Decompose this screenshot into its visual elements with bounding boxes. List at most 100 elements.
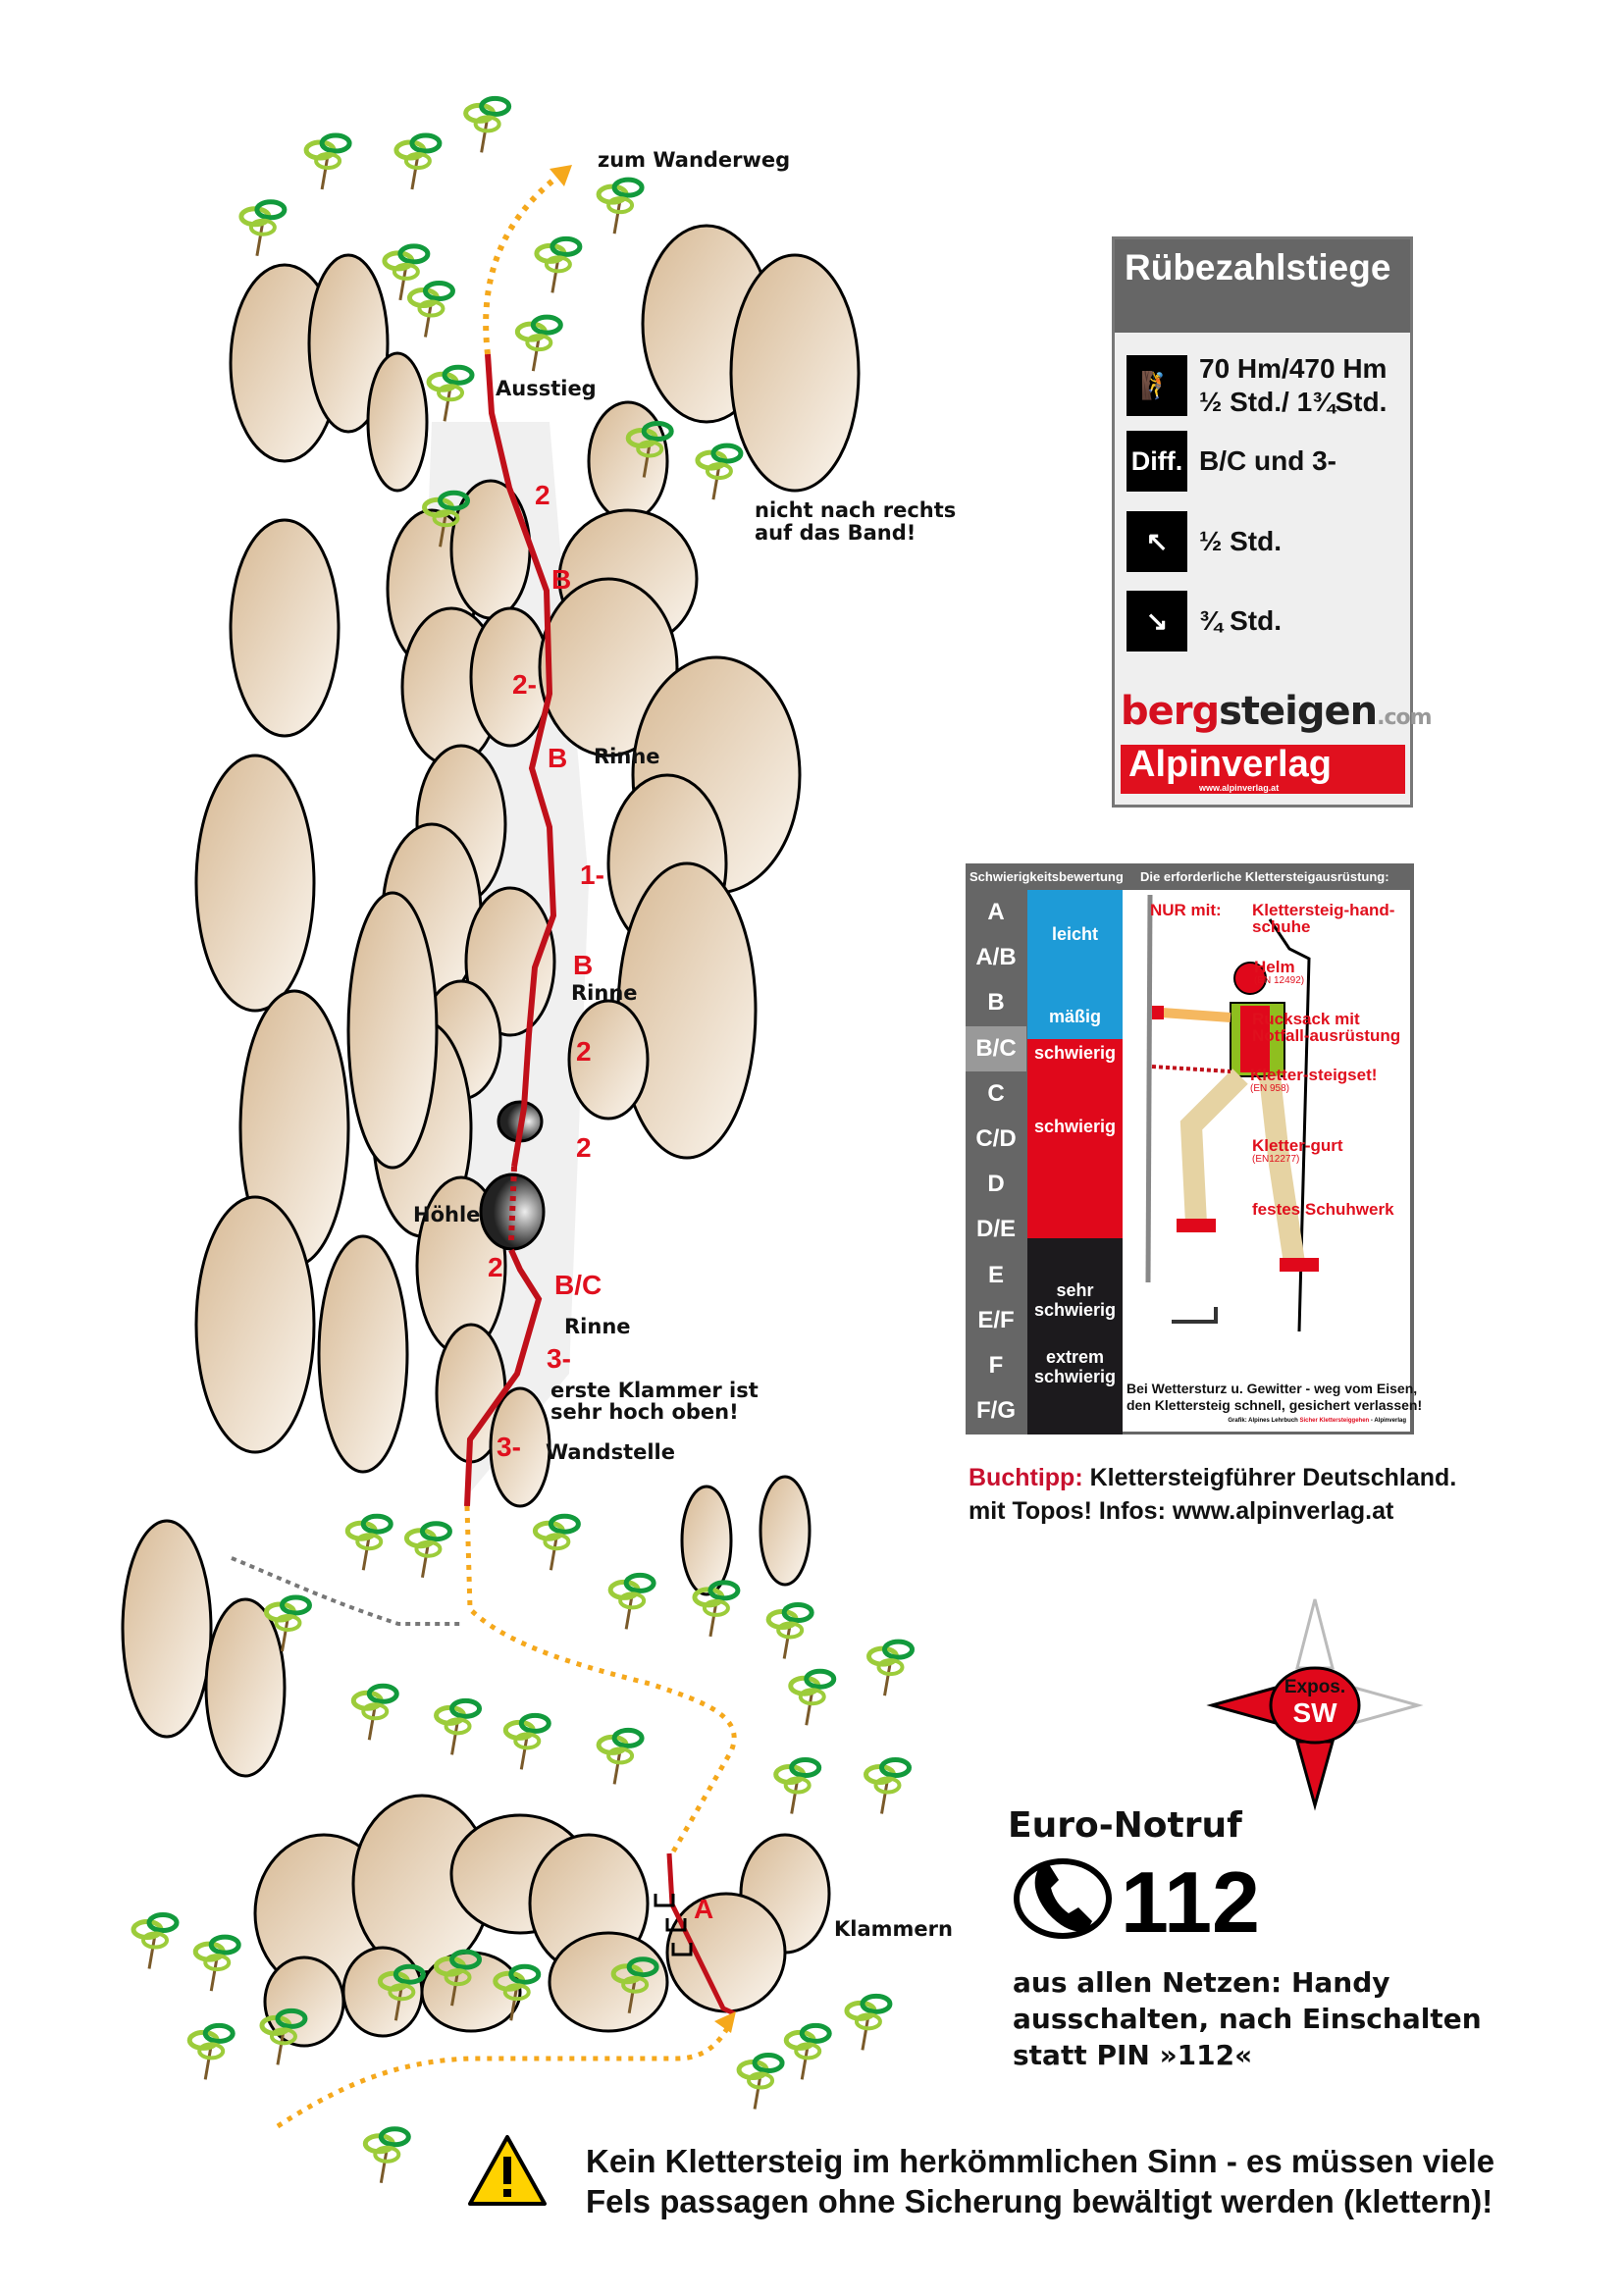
compass-exposition-value: SW: [1292, 1697, 1337, 1728]
grade-label: 1-: [580, 860, 604, 890]
rock: [469, 606, 551, 748]
route-line: [485, 353, 557, 1168]
ascent-value: 70 Hm/470 Hm: [1199, 353, 1388, 384]
tree-icon: [765, 1602, 814, 1659]
tree-icon: [344, 1513, 393, 1571]
label-klammer-note: erste Klammer ist: [550, 1379, 759, 1402]
grade-f: F: [988, 1352, 1004, 1380]
book-tip: Buchtipp: Klettersteigführer Deutschland…: [969, 1464, 1457, 1491]
rock: [346, 891, 439, 1170]
label-warning-band: nicht nach rechts: [755, 498, 956, 522]
tree-icon: [463, 95, 512, 153]
tree-icon: [350, 1683, 399, 1741]
climber-icon: 🧗: [1126, 355, 1187, 416]
warning-triangle-icon: [468, 2135, 547, 2206]
tree-icon: [610, 1956, 659, 2013]
grade-label: B: [573, 950, 593, 980]
rock: [307, 253, 390, 434]
route-line: [464, 1248, 543, 1507]
grade-label: 2: [488, 1252, 503, 1282]
time-value: ½ Std./ 1¾Std.: [1199, 387, 1388, 417]
tree-icon: [596, 177, 645, 235]
grade-b-c: B/C: [966, 1025, 1026, 1071]
grade-b: B: [987, 989, 1005, 1017]
tree-icon: [393, 132, 443, 190]
tree-icon: [502, 1712, 551, 1770]
grade-label: B/C: [554, 1270, 602, 1300]
grade-label: 3-: [547, 1343, 571, 1374]
rock-formations: [121, 224, 861, 2048]
grade-c: C: [987, 1079, 1005, 1107]
band-schwierig: schwierig: [1033, 1117, 1117, 1136]
band-extrem-schwierig: extrem: [1045, 1347, 1105, 1367]
route-line-cave: [508, 1166, 517, 1241]
label-rinne: Rinne: [564, 1315, 631, 1338]
compass-exposition-label: Expos.: [1284, 1677, 1345, 1697]
bergsteigen-logo: bergsteigen.com: [1121, 689, 1433, 734]
tree-icon: [186, 2022, 236, 2080]
scale-header: Schwierigkeitsbewertung: [969, 869, 1124, 884]
label-klammer-note: sehr hoch oben!: [550, 1400, 739, 1424]
approach-path-top: [483, 169, 566, 355]
rock: [665, 1892, 787, 2013]
grade-a-b: A/B: [975, 944, 1017, 971]
label-hoehle: Höhle: [413, 1203, 480, 1226]
equipment-header: Die erforderliche Klettersteigausrüstung…: [1140, 869, 1389, 884]
grade-d-e: D/E: [975, 1216, 1016, 1243]
compass: Expos. SW: [1206, 1598, 1424, 1811]
phone-icon: [1014, 1858, 1112, 1939]
tree-icon: [692, 1580, 741, 1638]
cave-shape: [479, 1173, 546, 1251]
tree-icon: [303, 132, 352, 190]
grade-d: D: [987, 1171, 1005, 1198]
tree-icon: [131, 1912, 180, 1969]
label-klammern: Klammern: [834, 1917, 953, 1941]
approach-path-bottom: [276, 2019, 734, 2129]
graphic-credit: Grafik: Alpines Lehrbuch Sicher Kletters…: [1228, 1418, 1406, 1424]
descent-time: ¾ Std.: [1199, 605, 1283, 636]
difficulty-value: B/C und 3-: [1199, 445, 1336, 476]
grade-a: A: [987, 899, 1005, 926]
emergency-title: Euro-Notruf: [1008, 1805, 1242, 1846]
rock: [449, 479, 532, 620]
approach-path-lower: [464, 1505, 737, 1855]
grade-label: 3-: [497, 1432, 521, 1462]
grade-label: A: [694, 1894, 713, 1924]
label-rinne: Rinne: [594, 745, 660, 768]
grade-e: E: [987, 1261, 1004, 1288]
arrow-icon: [714, 2011, 736, 2033]
equipment-label: Helm(EN 12492): [1254, 958, 1305, 986]
rock: [194, 1195, 316, 1454]
tree-icon: [377, 1963, 426, 2021]
label-warning-band: auf das Band!: [755, 521, 916, 545]
rock: [366, 351, 429, 493]
rock: [680, 1485, 733, 1596]
trail-path: [231, 1556, 462, 1626]
rock: [548, 1931, 669, 2033]
tree-icon: [625, 421, 674, 478]
tree-icon: [382, 243, 431, 301]
warning-text: Kein Klettersteig im herkömmlichen Sinn …: [586, 2143, 1495, 2219]
label-ausstieg: Ausstieg: [496, 377, 597, 400]
weather-warning: Bei Wettersturz u. Gewitter - weg vom Ei…: [1126, 1381, 1418, 1396]
band-maessig: mäßig: [1048, 1007, 1101, 1026]
tree-icon: [866, 1639, 916, 1696]
tree-icon: [434, 1697, 483, 1755]
rock: [229, 518, 341, 738]
equipment-label: Rucksack mit Notfall-ausrüstung: [1252, 1010, 1401, 1045]
clamp-icons: [654, 1894, 693, 1956]
rock: [194, 754, 316, 1013]
tree-icon: [426, 364, 475, 422]
tree-icon: [736, 2053, 785, 2110]
difficulty-icon: Diff.: [1126, 431, 1187, 492]
trees: [131, 95, 916, 2184]
tree-icon: [788, 1668, 837, 1726]
tree-icon: [263, 1594, 312, 1652]
grade-label: 2: [576, 1132, 592, 1163]
book-tip-info: mit Topos! Infos: www.alpinverlag.at: [969, 1497, 1394, 1525]
tree-icon: [403, 1521, 452, 1578]
